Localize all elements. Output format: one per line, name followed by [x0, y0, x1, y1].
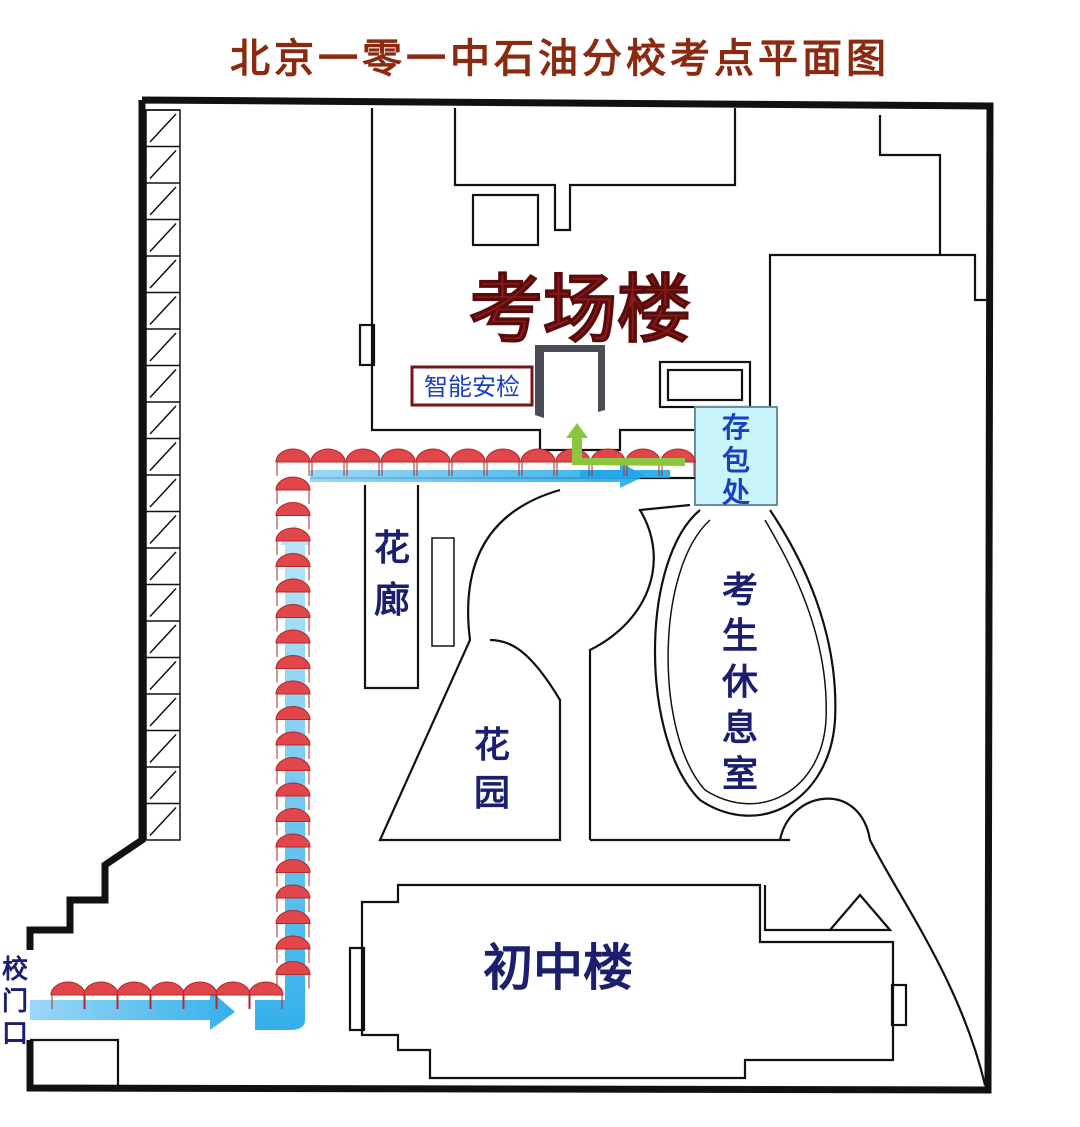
- room: [666, 368, 744, 402]
- stairs: [431, 537, 455, 647]
- hatch-mark: [146, 656, 180, 691]
- junior-building-outline: [360, 883, 895, 1080]
- gate-block: [30, 1038, 120, 1088]
- lounge-outline: [654, 509, 837, 817]
- hatch-mark: [146, 109, 180, 143]
- flower-corridor-char: 花: [374, 528, 410, 569]
- umbrella-icon: [275, 502, 311, 530]
- umbrella-icon: [275, 578, 311, 606]
- hatch-mark: [146, 766, 180, 800]
- room: [358, 323, 376, 367]
- umbrella-icon: [50, 981, 86, 1009]
- hatch-mark: [146, 729, 180, 764]
- umbrella-icon: [275, 910, 311, 938]
- umbrella-icon: [248, 981, 284, 1009]
- lounge-char: 生: [722, 616, 758, 657]
- map-title: 北京一零一中石油分校考点平面图: [230, 35, 890, 82]
- hatch-mark: [146, 182, 180, 216]
- lounge-char: 考: [722, 570, 758, 611]
- garden-outline: [378, 488, 790, 842]
- umbrella-icon: [275, 935, 311, 963]
- bag-storage-char: 处: [721, 476, 750, 509]
- umbrella-icon: [345, 448, 381, 476]
- umbrella-icon: [275, 808, 311, 836]
- umbrella-icon: [275, 604, 311, 632]
- umbrella-icon: [415, 448, 451, 476]
- room: [763, 885, 893, 932]
- bag-storage-char: 包: [722, 444, 750, 477]
- umbrella-icon: [275, 706, 311, 734]
- hatched-strip: [145, 109, 181, 841]
- room: [471, 193, 540, 247]
- umbrella-icon: [275, 655, 311, 683]
- garden-char: 园: [474, 773, 510, 814]
- hatch-mark: [146, 474, 180, 508]
- hatch-mark: [146, 328, 180, 362]
- umbrella-icon: [485, 448, 521, 476]
- umbrella-icon: [275, 859, 311, 887]
- hatch-mark: [146, 218, 180, 253]
- hatch-mark: [146, 620, 180, 654]
- junior-building-label: 初中楼: [483, 939, 633, 997]
- umbrella-icon: [275, 782, 311, 810]
- umbrella-icon: [275, 448, 311, 476]
- school-gate-char: 口: [2, 1019, 28, 1049]
- umbrella-icon: [275, 680, 311, 708]
- bag-storage: [694, 406, 778, 506]
- umbrella-icon: [520, 448, 556, 476]
- hatch-mark: [146, 802, 180, 837]
- umbrella-icon: [310, 448, 346, 476]
- hatch-mark: [146, 291, 180, 326]
- umbrella-icon: [275, 476, 311, 504]
- school-gate-char: 门: [2, 987, 28, 1017]
- hatch-mark: [146, 693, 180, 727]
- hatch-mark: [146, 255, 180, 289]
- umbrella-icon: [380, 448, 416, 476]
- hatch-mark: [146, 437, 180, 472]
- umbrella-icon: [275, 553, 311, 581]
- umbrella-icon: [275, 833, 311, 861]
- umbrella-icon: [275, 629, 311, 657]
- lounge-char: 休: [721, 662, 759, 703]
- umbrella-icon: [275, 757, 311, 785]
- bag-storage-char: 存: [722, 411, 750, 444]
- umbrella-icon: [660, 448, 696, 476]
- security-check-label: 智能安检: [424, 373, 520, 401]
- umbrella-icon: [275, 884, 311, 912]
- security-gate-icon: [535, 345, 605, 418]
- lounge-char: 息: [722, 708, 758, 749]
- corridor-outline: [310, 476, 695, 690]
- lounge-char: 室: [722, 754, 758, 795]
- hatch-mark: [146, 364, 180, 399]
- umbrella-icon: [275, 527, 311, 555]
- umbrella-icon: [149, 981, 185, 1009]
- exam-building-label: 考场楼: [469, 267, 691, 353]
- hatch-mark: [146, 510, 180, 545]
- security-check-box: [410, 365, 534, 407]
- room: [890, 983, 908, 1027]
- school-gate-char: 校: [2, 954, 29, 985]
- room: [348, 946, 366, 1032]
- hatch-mark: [146, 401, 180, 435]
- umbrella-canopy-row: [50, 448, 696, 1009]
- campus-boundary: [26, 96, 994, 1094]
- umbrella-icon: [450, 448, 486, 476]
- umbrella-icon: [275, 731, 311, 759]
- flower-corridor-char: 廊: [374, 580, 410, 621]
- hatch-mark: [146, 547, 180, 581]
- umbrella-icon: [275, 961, 311, 989]
- entry-arrow: [566, 423, 685, 466]
- hatch-mark: [146, 583, 180, 618]
- garden-char: 花: [474, 725, 510, 766]
- hatch-mark: [146, 145, 180, 180]
- path-outline: [778, 797, 987, 1086]
